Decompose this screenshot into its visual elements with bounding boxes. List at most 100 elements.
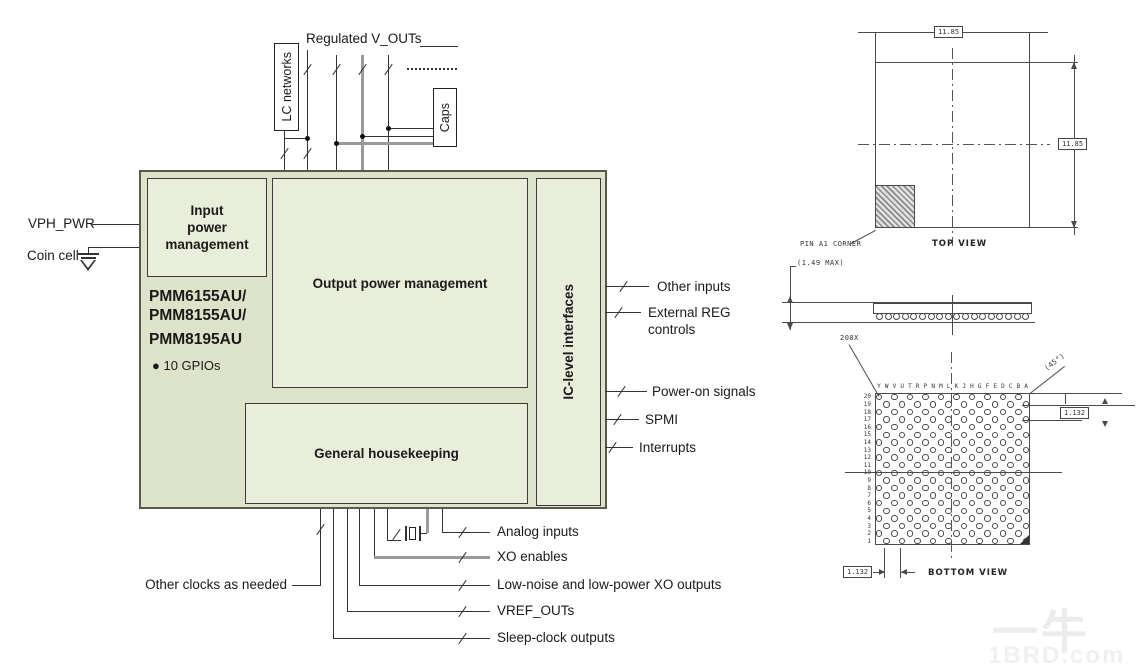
- sleep-clock-drop: [333, 509, 334, 638]
- power-on-label: Power-on signals: [652, 384, 756, 399]
- ball-row-number: 8: [867, 484, 871, 492]
- solder-ball: [914, 492, 921, 499]
- vref-drop: [347, 509, 348, 611]
- dim-arrow: [879, 569, 885, 575]
- solder-ball: [991, 431, 999, 439]
- ball-column-letter: R: [915, 383, 920, 390]
- solder-ball: [922, 393, 929, 401]
- solder-ball: [1015, 423, 1022, 431]
- spmi-label: SPMI: [645, 412, 679, 427]
- solder-ball: [991, 401, 999, 408]
- side-view-ball: [987, 313, 995, 320]
- xtal-left-drop: [387, 509, 388, 540]
- solder-ball: [976, 416, 983, 423]
- xo-out-drop: [359, 509, 360, 585]
- caps-conn-1: [388, 128, 433, 129]
- ball-column-letter: G: [977, 383, 982, 390]
- solder-ball: [929, 416, 937, 423]
- solder-ball: [960, 492, 968, 499]
- solder-ball: [937, 393, 945, 401]
- solder-ball: [906, 439, 914, 446]
- solder-ball: [991, 492, 999, 499]
- side-view-height-dim: (1.49 MAX): [797, 259, 845, 267]
- side-seating-line: [782, 322, 1035, 323]
- other-clocks-label: Other clocks as needed: [145, 577, 287, 592]
- solder-ball: [999, 530, 1007, 537]
- solder-ball: [891, 454, 898, 461]
- ball-row-number: 6: [867, 499, 871, 507]
- pitch-ext-1: [1022, 405, 1135, 406]
- solder-ball: [906, 499, 914, 507]
- solder-ball: [898, 401, 906, 408]
- solder-ball: [960, 477, 968, 484]
- solder-ball: [953, 484, 960, 492]
- solder-ball: [922, 484, 929, 492]
- dim-ext: [1030, 62, 1078, 63]
- other-clocks-drop: [320, 509, 321, 586]
- top-view-width-dim: 11.85: [934, 26, 964, 38]
- xo-enables-label: XO enables: [497, 549, 568, 564]
- solder-ball: [1022, 461, 1030, 469]
- ball-column-letter: B: [1016, 383, 1021, 390]
- solder-ball: [1022, 477, 1030, 484]
- dim-arrow: [787, 296, 793, 303]
- xo-outputs-label: Low-noise and low-power XO outputs: [497, 577, 722, 592]
- lc-networks-box: LC networks: [274, 43, 299, 131]
- solder-ball: [898, 507, 906, 515]
- solder-ball: [875, 499, 883, 507]
- solder-ball: [1007, 431, 1014, 439]
- solder-ball: [1007, 522, 1014, 530]
- crystal-symbol: [409, 527, 416, 540]
- pitch-ext-4: [900, 548, 901, 578]
- side-top-line: [782, 302, 1032, 303]
- solder-ball: [906, 454, 914, 461]
- part-number-3: PMM8195AU: [149, 331, 243, 348]
- junction-dot: [360, 134, 365, 139]
- solder-ball: [875, 393, 883, 401]
- centerline-vertical: [952, 48, 953, 246]
- ball-row-number: 19: [863, 400, 871, 408]
- side-view-ball: [979, 313, 987, 320]
- coin-cell-label: Coin cell: [27, 248, 79, 263]
- ball-column-letter: K: [954, 383, 959, 390]
- solder-ball: [1015, 530, 1022, 537]
- caps-box: Caps: [433, 88, 457, 147]
- dim-tick: [790, 266, 796, 267]
- solder-ball: [929, 401, 937, 408]
- junction-dot: [305, 136, 310, 141]
- solder-ball: [1015, 439, 1022, 446]
- side-centerline: [952, 295, 953, 335]
- corner-ext-line: [1030, 393, 1122, 394]
- solder-ball: [898, 446, 906, 454]
- xtal-wire-right: [421, 533, 427, 534]
- part-numbers: PMM6155AU/ PMM8155AU/ PMM8195AU: [149, 287, 271, 349]
- ball-column-letter: J: [962, 383, 966, 390]
- solder-ball: [968, 484, 976, 492]
- side-view-ball: [944, 313, 952, 320]
- solder-ball: [875, 408, 883, 416]
- ball-row-number: 2: [867, 530, 871, 538]
- solder-ball: [914, 401, 921, 408]
- solder-ball: [937, 454, 945, 461]
- ball-row-number: 20: [863, 393, 871, 401]
- solder-ball: [929, 477, 937, 484]
- ball-column-letter: U: [900, 383, 904, 390]
- solder-ball: [976, 507, 983, 515]
- side-view-ball: [953, 313, 961, 320]
- solder-ball: [929, 461, 937, 469]
- pitch-ext-3: [884, 548, 885, 578]
- solder-ball: [960, 522, 968, 530]
- junction-dot: [334, 141, 339, 146]
- solder-ball: [1022, 522, 1030, 530]
- vref-outs-label: VREF_OUTs: [497, 603, 575, 618]
- ball-column-letter: F: [985, 383, 990, 390]
- caps-conn-3-bus: [336, 142, 433, 145]
- side-view-ball: [927, 313, 935, 320]
- solder-ball: [1022, 492, 1030, 499]
- ball-column-letter: W: [884, 383, 889, 390]
- solder-ball: [906, 393, 914, 401]
- solder-ball: [891, 530, 898, 537]
- solder-ball: [883, 507, 890, 515]
- dim-lead: [901, 572, 915, 573]
